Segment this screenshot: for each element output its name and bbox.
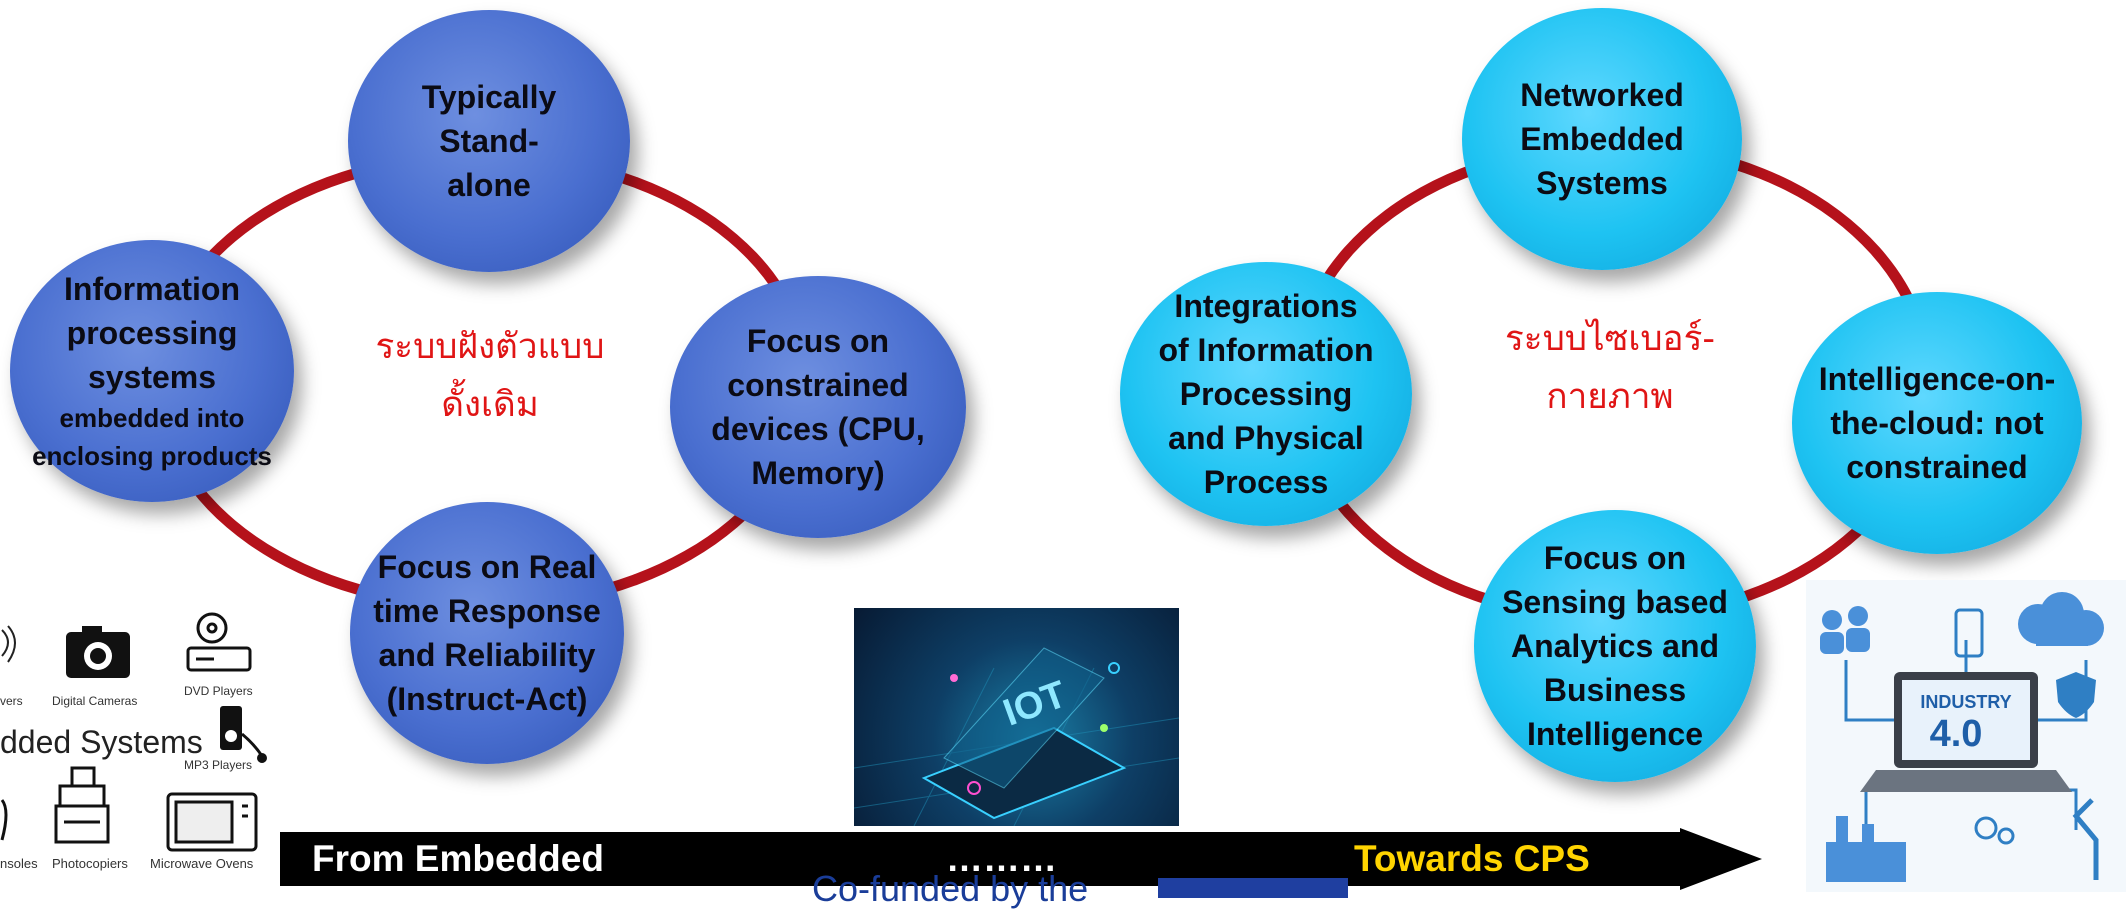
device-label-microwave-ovens: Microwave Ovens <box>150 856 254 871</box>
phone-icon <box>1954 608 1984 658</box>
microwave-oven-icon <box>166 792 258 852</box>
game-console-icon <box>0 799 8 841</box>
camera-icon <box>66 626 130 678</box>
factory-icon <box>1826 816 1906 882</box>
device-label-embedded-systems: dded Systems <box>0 724 203 760</box>
embedded-devices-panel: vers Digital Cameras DVD Players dded Sy… <box>0 610 270 892</box>
cloud-icon <box>2018 592 2104 646</box>
device-label-consoles: nsoles <box>0 856 38 871</box>
device-label-photocopiers: Photocopiers <box>52 856 128 871</box>
industry-4-illustration: INDUSTRY 4.0 <box>1806 580 2126 892</box>
robot-arm-icon <box>2072 798 2099 880</box>
signal-icon <box>1 625 16 663</box>
device-label-players: vers <box>0 694 23 708</box>
device-label-digital-cameras: Digital Cameras <box>52 694 138 708</box>
people-icon <box>1820 606 1870 654</box>
iot-illustration-image: IOT <box>854 608 1179 826</box>
left-cycle-center-label: ระบบฝังตัวแบบ ดั้งเดิม <box>375 327 605 425</box>
photocopier-icon <box>54 766 110 844</box>
industry-version: 4.0 <box>1930 713 1983 755</box>
progression-arrow <box>280 828 1762 890</box>
eu-flag-bar <box>1158 878 1348 898</box>
device-label-dvd-players: DVD Players <box>184 684 253 698</box>
industry-label: INDUSTRY <box>1920 692 2011 712</box>
co-funded-text: Co-funded by the <box>812 868 1089 909</box>
dvd-player-icon <box>186 612 252 672</box>
arrow-label-towards-cps: Towards CPS <box>1354 838 1590 879</box>
mp3-player-icon <box>220 706 267 763</box>
arrow-label-from-embedded: From Embedded <box>312 838 604 879</box>
gear-icon <box>1974 816 2015 845</box>
arrow-label-ellipsis: ……… <box>946 838 1057 879</box>
shield-icon <box>2056 672 2096 718</box>
device-label-mp3-players: MP3 Players <box>184 758 253 772</box>
right-cycle-center-label: ระบบไซเบอร์- กายภาพ <box>1504 319 1716 417</box>
laptop-icon <box>1860 672 2072 792</box>
